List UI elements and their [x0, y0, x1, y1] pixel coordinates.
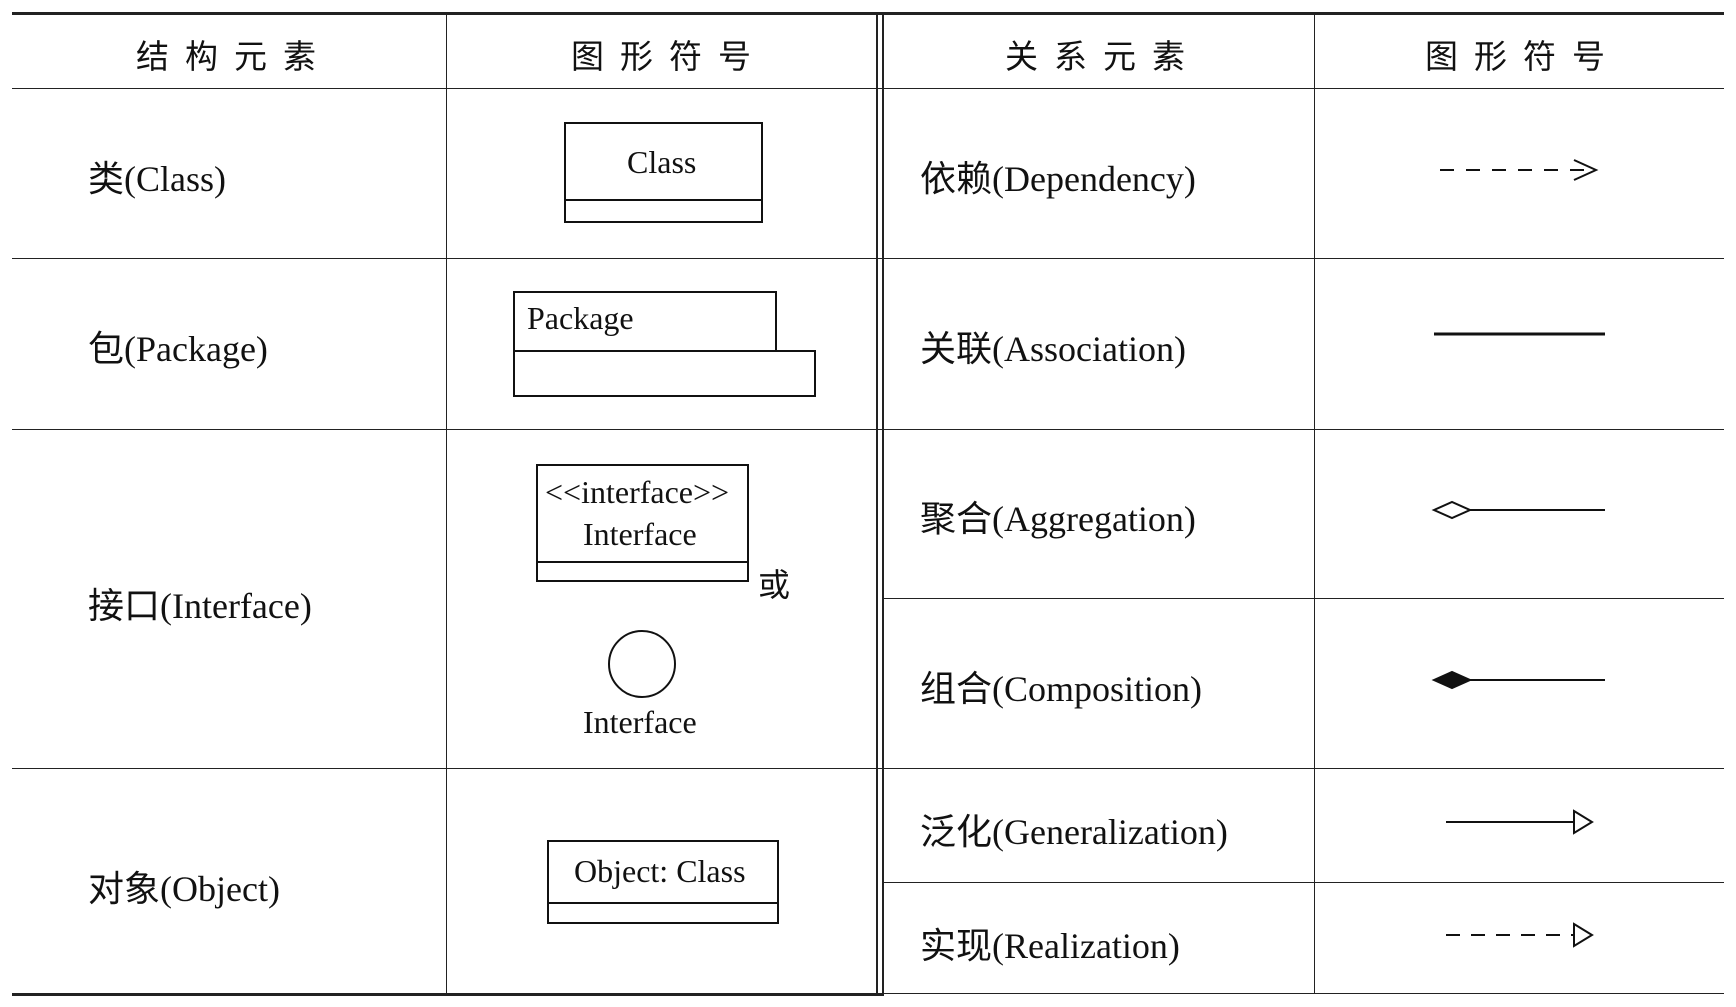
composition-diamond-icon — [1431, 670, 1605, 690]
class-symbol — [564, 122, 763, 223]
row-rule-2 — [12, 429, 1724, 430]
label-generalization: 泛化(Generalization) — [920, 812, 1228, 852]
header-graphic-symbol-left: 图形符号 — [571, 37, 767, 76]
label-association: 关联(Association) — [920, 329, 1186, 369]
label-composition: 组合(Composition) — [920, 669, 1203, 709]
label-dependency: 依赖(Dependency) — [920, 159, 1196, 199]
bottom-rule-left — [12, 993, 882, 996]
header-graphic-symbol-right: 图形符号 — [1425, 37, 1621, 76]
class-symbol-label: Class — [627, 144, 697, 180]
label-package: 包(Package) — [88, 329, 268, 369]
col-rule-double-a — [876, 14, 878, 996]
col-rule-3 — [1314, 14, 1315, 994]
realization-triangle-icon — [1446, 922, 1594, 948]
package-symbol-label: Package — [527, 300, 634, 336]
header-relation-elements: 关系元素 — [1005, 37, 1201, 76]
col-rule-1 — [446, 14, 447, 994]
aggregation-diamond-icon — [1431, 500, 1605, 520]
header-rule — [12, 88, 1724, 89]
package-symbol — [513, 291, 816, 397]
interface-stereotype-label: <<interface>> — [545, 474, 730, 510]
interface-box-label: Interface — [583, 516, 697, 552]
bottom-rule-right — [884, 993, 1724, 994]
row-rule-1 — [12, 258, 1724, 259]
interface-or-label: 或 — [758, 566, 791, 604]
generalization-triangle-icon — [1446, 809, 1594, 835]
row-rule-3 — [12, 768, 1724, 769]
label-interface: 接口(Interface) — [88, 586, 312, 626]
interface-box-symbol — [536, 464, 749, 582]
object-symbol — [547, 840, 779, 924]
dependency-arrow-icon — [1440, 159, 1599, 181]
row-rule-right-5 — [884, 882, 1724, 883]
header-structure-elements: 结构元素 — [136, 37, 332, 76]
interface-circle-symbol — [608, 630, 676, 698]
top-rule — [12, 12, 1724, 15]
interface-circle-label: Interface — [583, 704, 697, 740]
label-object: 对象(Object) — [88, 869, 280, 909]
col-rule-double-b — [882, 14, 884, 996]
label-aggregation: 聚合(Aggregation) — [920, 499, 1196, 539]
object-symbol-label: Object: Class — [574, 853, 746, 889]
row-rule-right-3 — [884, 598, 1724, 599]
label-realization: 实现(Realization) — [920, 926, 1180, 966]
label-class: 类(Class) — [88, 159, 226, 199]
